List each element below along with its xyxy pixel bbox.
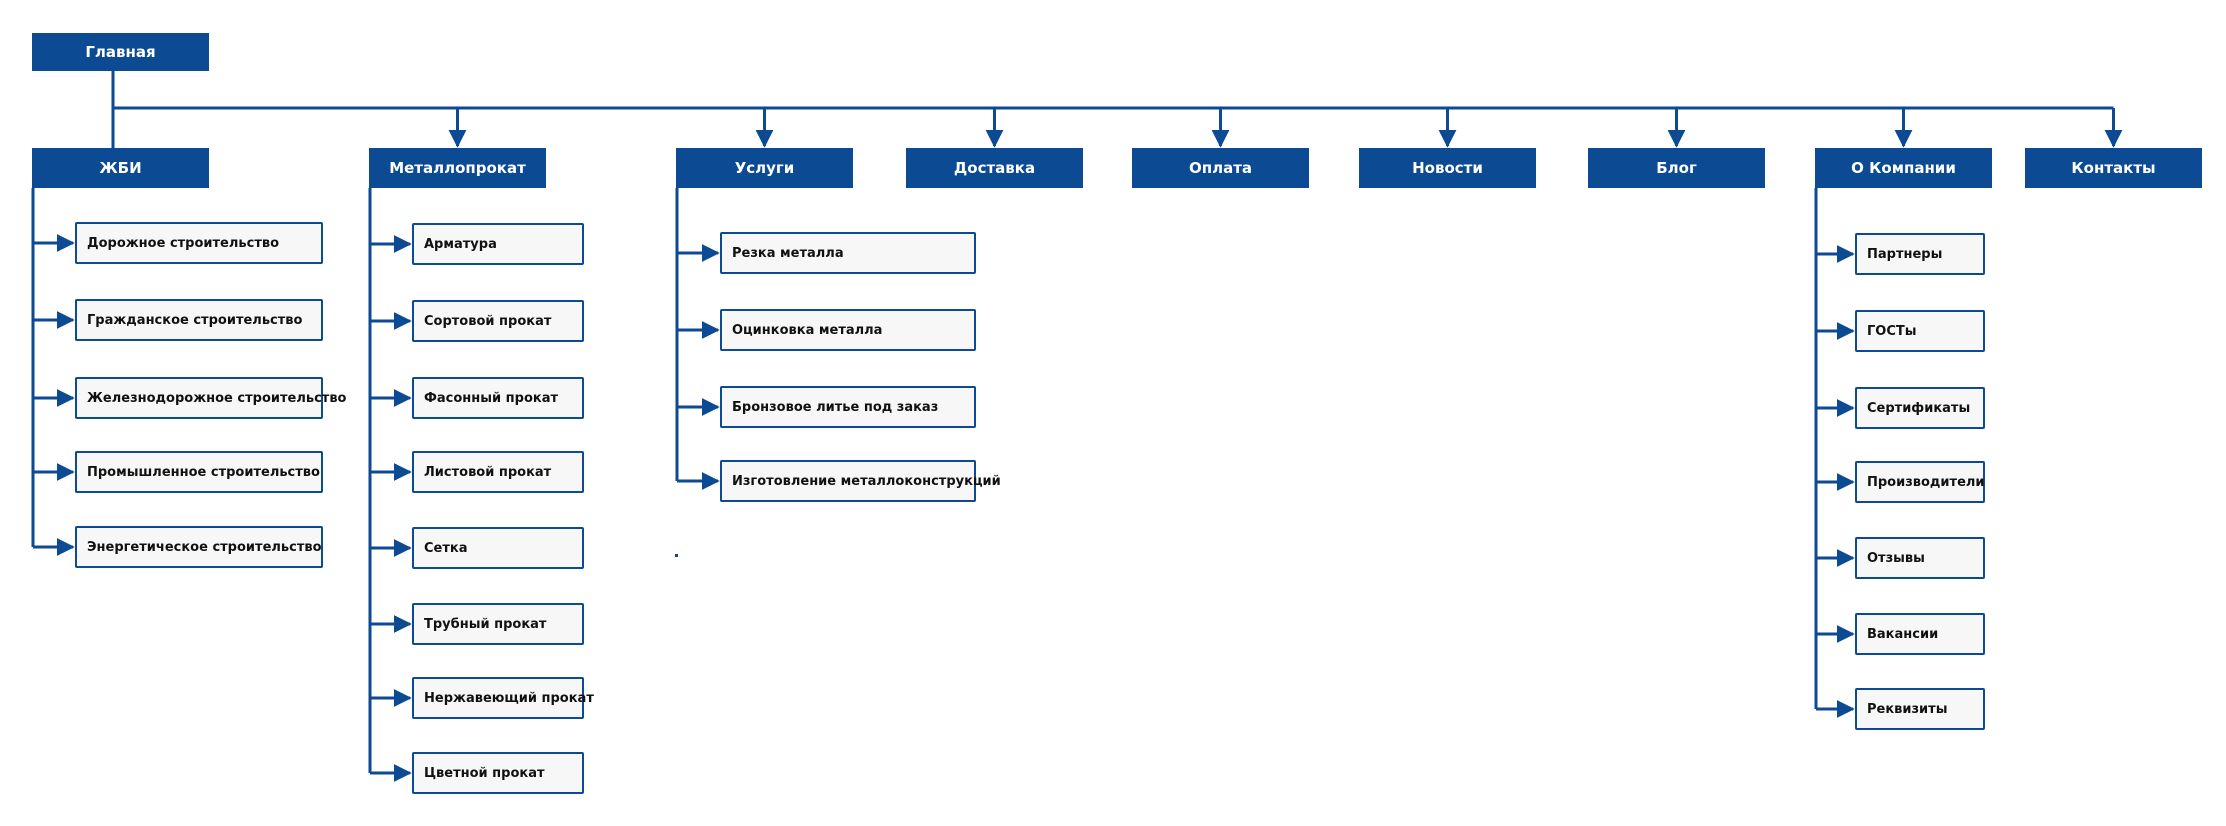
stray-dot-mark bbox=[675, 554, 678, 557]
section-node-8: Контакты bbox=[2025, 148, 2202, 188]
child-node: Оцинковка металла bbox=[720, 309, 976, 351]
child-node: Вакансии bbox=[1855, 613, 1985, 655]
section-node-5: Новости bbox=[1359, 148, 1536, 188]
child-node: Энергетическое строительство bbox=[75, 526, 323, 568]
section-node-6: Блог bbox=[1588, 148, 1765, 188]
child-node: Гражданское строительство bbox=[75, 299, 323, 341]
child-node: Резка металла bbox=[720, 232, 976, 274]
child-node: Промышленное строительство bbox=[75, 451, 323, 493]
child-node: Реквизиты bbox=[1855, 688, 1985, 730]
child-node: Партнеры bbox=[1855, 233, 1985, 275]
child-node: Сетка bbox=[412, 527, 584, 569]
section-node-4: Оплата bbox=[1132, 148, 1309, 188]
section-node-2: Услуги bbox=[676, 148, 853, 188]
child-node: Сертификаты bbox=[1855, 387, 1985, 429]
child-node: Трубный прокат bbox=[412, 603, 584, 645]
section-node-3: Доставка bbox=[906, 148, 1083, 188]
child-node: Дорожное строительство bbox=[75, 222, 323, 264]
child-node: Арматура bbox=[412, 223, 584, 265]
section-node-1: Металлопрокат bbox=[369, 148, 546, 188]
child-node: Сортовой прокат bbox=[412, 300, 584, 342]
child-node: Изготовление металлоконструкций bbox=[720, 460, 1001, 502]
child-node: Нержавеющий прокат bbox=[412, 677, 594, 719]
child-node: Отзывы bbox=[1855, 537, 1985, 579]
child-node: Бронзовое литье под заказ bbox=[720, 386, 976, 428]
child-node: Производители bbox=[1855, 461, 1985, 503]
root-node-glavnaya: Главная bbox=[32, 33, 209, 71]
section-node-0: ЖБИ bbox=[32, 148, 209, 188]
section-node-7: О Компании bbox=[1815, 148, 1992, 188]
child-node: Листовой прокат bbox=[412, 451, 584, 493]
child-node: Фасонный прокат bbox=[412, 377, 584, 419]
child-node: Железнодорожное строительство bbox=[75, 377, 346, 419]
child-node: Цветной прокат bbox=[412, 752, 584, 794]
child-node: ГОСТы bbox=[1855, 310, 1985, 352]
